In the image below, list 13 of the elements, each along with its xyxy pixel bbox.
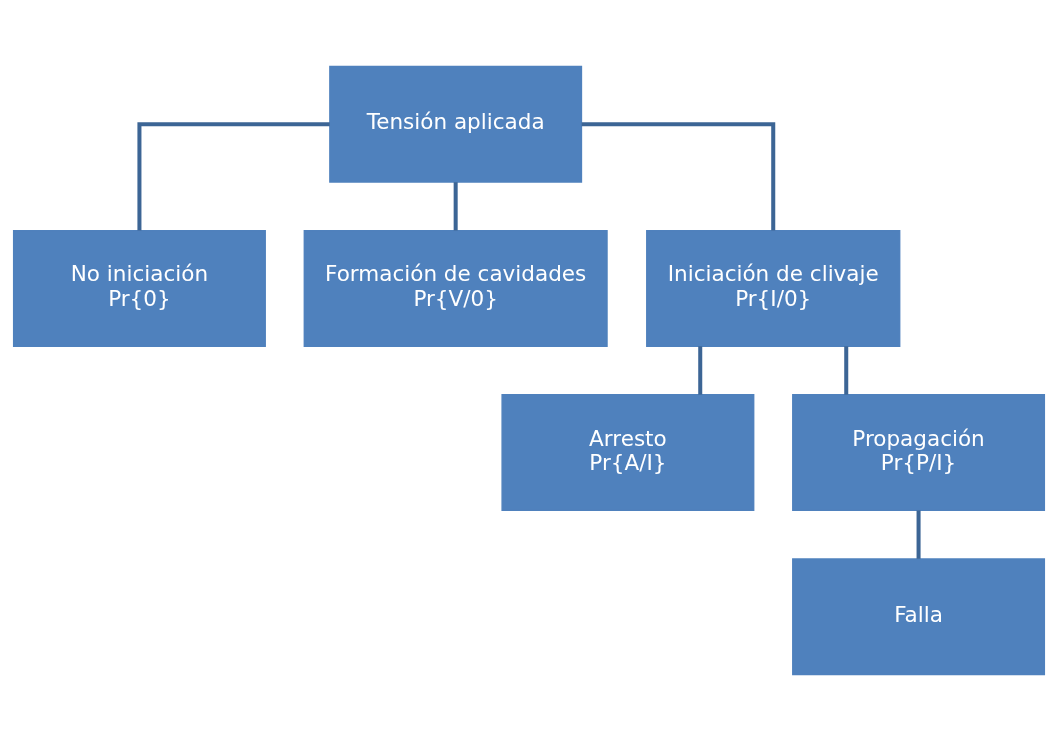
connector [844, 345, 849, 395]
connector [916, 509, 921, 559]
node-box: Propagación Pr{P/I} [792, 393, 1046, 511]
connector [137, 121, 330, 231]
connector [453, 181, 458, 230]
connector [698, 345, 703, 395]
node-box: Arresto Pr{A/I} [501, 393, 755, 511]
node-box: Falla [792, 557, 1046, 675]
node-box: Tensión aplicada [329, 65, 583, 183]
node-box: No iniciación Pr{0} [12, 229, 266, 347]
node-box: Formación de cavidades Pr{V/0} [303, 229, 608, 347]
node-box: Iniciación de clivaje Pr{I/0} [646, 229, 901, 347]
connector [581, 121, 776, 231]
